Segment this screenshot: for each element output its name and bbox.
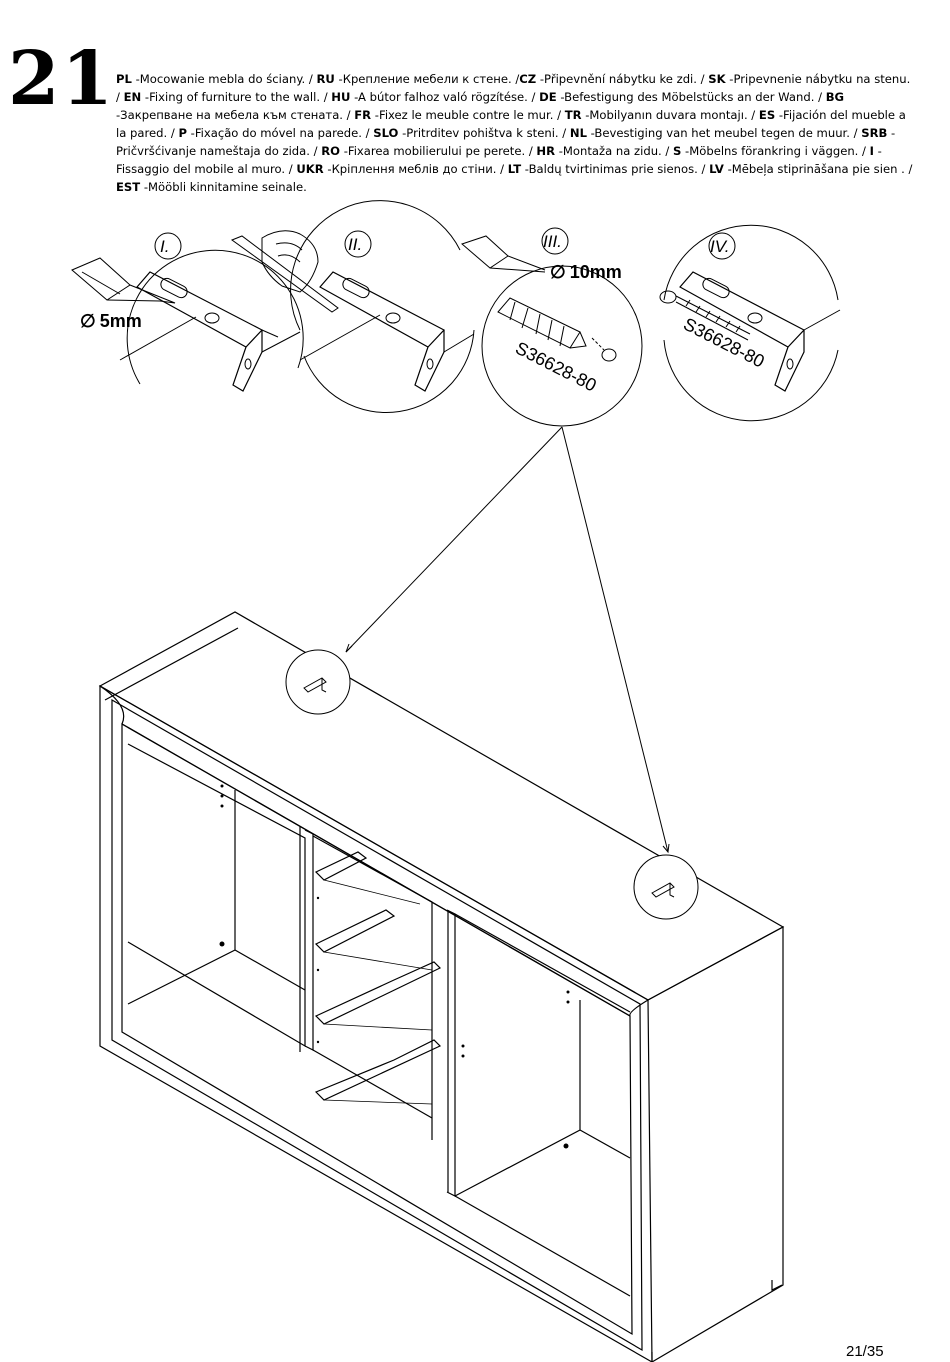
instruction-text: -Закрепване на мебела към стената. / bbox=[116, 108, 355, 122]
instruction-text: -Fixarea mobilierului pe perete. / bbox=[340, 144, 537, 158]
instruction-text: -Pripevnenie nábytku na stenu. / bbox=[116, 72, 911, 104]
instruction-text: -A bútor falhoz való rögzítése. / bbox=[350, 90, 540, 104]
instruction-text: -Montaža na zidu. / bbox=[555, 144, 674, 158]
sideboard-cabinet bbox=[98, 611, 785, 1362]
detail-label-ii: II. bbox=[348, 235, 362, 254]
instruction-text: -Mēbeļa stiprināšana pie sien . / bbox=[723, 162, 913, 176]
detail-label-iv: IV. bbox=[710, 237, 730, 256]
language-code: FR bbox=[354, 108, 372, 122]
language-code: LT bbox=[507, 162, 522, 176]
language-code: LV bbox=[709, 162, 724, 176]
detail-label-iii: III. bbox=[543, 232, 562, 251]
instruction-text: -Befestigung des Möbelstücks an der Wand… bbox=[556, 90, 826, 104]
instruction-text: -Mobilyanın duvara montajı. / bbox=[581, 108, 759, 122]
instruction-text: -Möbelns förankring i väggen. / bbox=[681, 144, 870, 158]
language-code: HR bbox=[536, 144, 556, 158]
language-code: EN bbox=[123, 90, 142, 104]
detail-i bbox=[71, 249, 304, 392]
language-code: S bbox=[673, 144, 682, 158]
part-code-iv: S36628-80 bbox=[680, 314, 768, 372]
detail-label-i: I. bbox=[160, 237, 169, 256]
drill-size-label-i: ∅5mm bbox=[80, 311, 142, 331]
language-code: RU bbox=[316, 72, 335, 86]
cabinet-front bbox=[99, 684, 653, 1362]
instruction-text: -Кріплення меблів до стіни. / bbox=[323, 162, 508, 176]
language-code: EST bbox=[116, 180, 141, 194]
instruction-text: -Baldų tvirtinimas prie sienos. / bbox=[521, 162, 710, 176]
instruction-text: -Mocowanie mebla do ściany. / bbox=[131, 72, 317, 86]
language-code: SLO bbox=[373, 126, 399, 140]
detail-iii bbox=[461, 235, 643, 427]
language-code: P bbox=[178, 126, 187, 140]
bracket-plate bbox=[136, 271, 263, 348]
instruction-text: -Fixez le meuble contre le mur. / bbox=[371, 108, 565, 122]
instruction-text: -Fixing of furniture to the wall. / bbox=[141, 90, 332, 104]
language-code: SRB bbox=[861, 126, 888, 140]
detail-ii bbox=[230, 200, 475, 413]
language-code: HU bbox=[331, 90, 351, 104]
instruction-text: -Pritrditev pohištva k steni. / bbox=[398, 126, 570, 140]
leader-line bbox=[345, 426, 563, 653]
language-code: PL bbox=[116, 72, 132, 86]
shelf-pin-holes bbox=[219, 784, 570, 1149]
instructions-text: PL -Mocowanie mebla do ściany. / RU -Кре… bbox=[116, 70, 916, 196]
language-code: BG bbox=[825, 90, 845, 104]
detail-circle bbox=[126, 249, 304, 385]
language-code: CZ bbox=[519, 72, 537, 86]
language-code: SK bbox=[708, 72, 726, 86]
drill-size-label-iii: ∅10mm bbox=[550, 262, 622, 282]
language-code: ES bbox=[758, 108, 776, 122]
instruction-text: -Крепление мебели к стене. / bbox=[334, 72, 520, 86]
instruction-text: -Pričvršćivanje nameštaja do zida. / bbox=[116, 126, 896, 158]
instruction-text: -Fixação do móvel na parede. / bbox=[186, 126, 374, 140]
screw-hole bbox=[204, 312, 220, 324]
cabinet-top bbox=[98, 611, 785, 1001]
instruction-text: -Fissaggio del mobile al muro. / bbox=[116, 144, 882, 176]
instruction-text: -Mööbli kinnitamine seinale. bbox=[140, 180, 307, 194]
bracket-position-marker bbox=[633, 854, 699, 920]
step-number: 21 bbox=[8, 36, 115, 122]
page-number: 21/35 bbox=[846, 1343, 884, 1360]
detail-circle bbox=[481, 265, 643, 427]
language-code: I bbox=[869, 144, 874, 158]
language-code: TR bbox=[564, 108, 582, 122]
language-code: UKR bbox=[296, 162, 324, 176]
leader-line bbox=[561, 426, 669, 853]
cabinet-side bbox=[647, 925, 784, 1362]
language-code: RO bbox=[321, 144, 341, 158]
instruction-text: -Bevestiging van het meubel tegen de muu… bbox=[586, 126, 862, 140]
instruction-text: -Fijación del mueble a la pared. / bbox=[116, 108, 906, 140]
language-code: DE bbox=[539, 90, 557, 104]
detail-iv bbox=[659, 224, 841, 422]
bracket-position-marker bbox=[285, 649, 351, 715]
language-code: NL bbox=[569, 126, 587, 140]
instruction-text: -Připevnění nábytku ke zdi. / bbox=[536, 72, 709, 86]
bracket-slot bbox=[160, 277, 188, 299]
